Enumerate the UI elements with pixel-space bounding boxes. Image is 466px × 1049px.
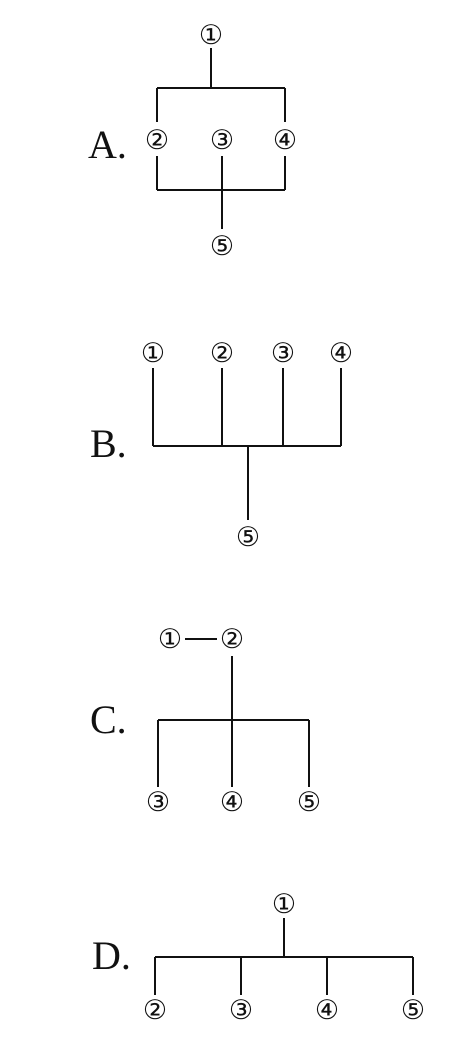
node-b-4: ④ — [329, 338, 353, 369]
option-d: D. ① ② ③ ④ ⑤ — [92, 889, 425, 1026]
option-a: A. ① ② ③ ④ ⑤ — [88, 20, 297, 262]
option-c: C. ① ② ③ ④ ⑤ — [90, 624, 321, 818]
option-label-c: C. — [90, 697, 127, 742]
node-d-1: ① — [272, 889, 296, 920]
node-d-3: ③ — [229, 995, 253, 1026]
node-b-1: ① — [141, 338, 165, 369]
option-label-d: D. — [92, 933, 131, 978]
node-c-1: ① — [158, 624, 182, 655]
node-a-5: ⑤ — [210, 231, 234, 262]
option-b: B. ① ② ③ ④ ⑤ — [90, 338, 353, 553]
node-b-3: ③ — [271, 338, 295, 369]
node-d-2: ② — [143, 995, 167, 1026]
node-d-4: ④ — [315, 995, 339, 1026]
node-d-5: ⑤ — [401, 995, 425, 1026]
node-a-2: ② — [145, 125, 169, 156]
node-b-2: ② — [210, 338, 234, 369]
node-c-5: ⑤ — [297, 787, 321, 818]
node-a-3: ③ — [210, 125, 234, 156]
node-b-5: ⑤ — [236, 522, 260, 553]
option-label-a: A. — [88, 122, 127, 167]
node-c-3: ③ — [146, 787, 170, 818]
node-c-2: ② — [220, 624, 244, 655]
node-c-4: ④ — [220, 787, 244, 818]
node-a-4: ④ — [273, 125, 297, 156]
option-label-b: B. — [90, 421, 127, 466]
node-a-1: ① — [199, 20, 223, 51]
